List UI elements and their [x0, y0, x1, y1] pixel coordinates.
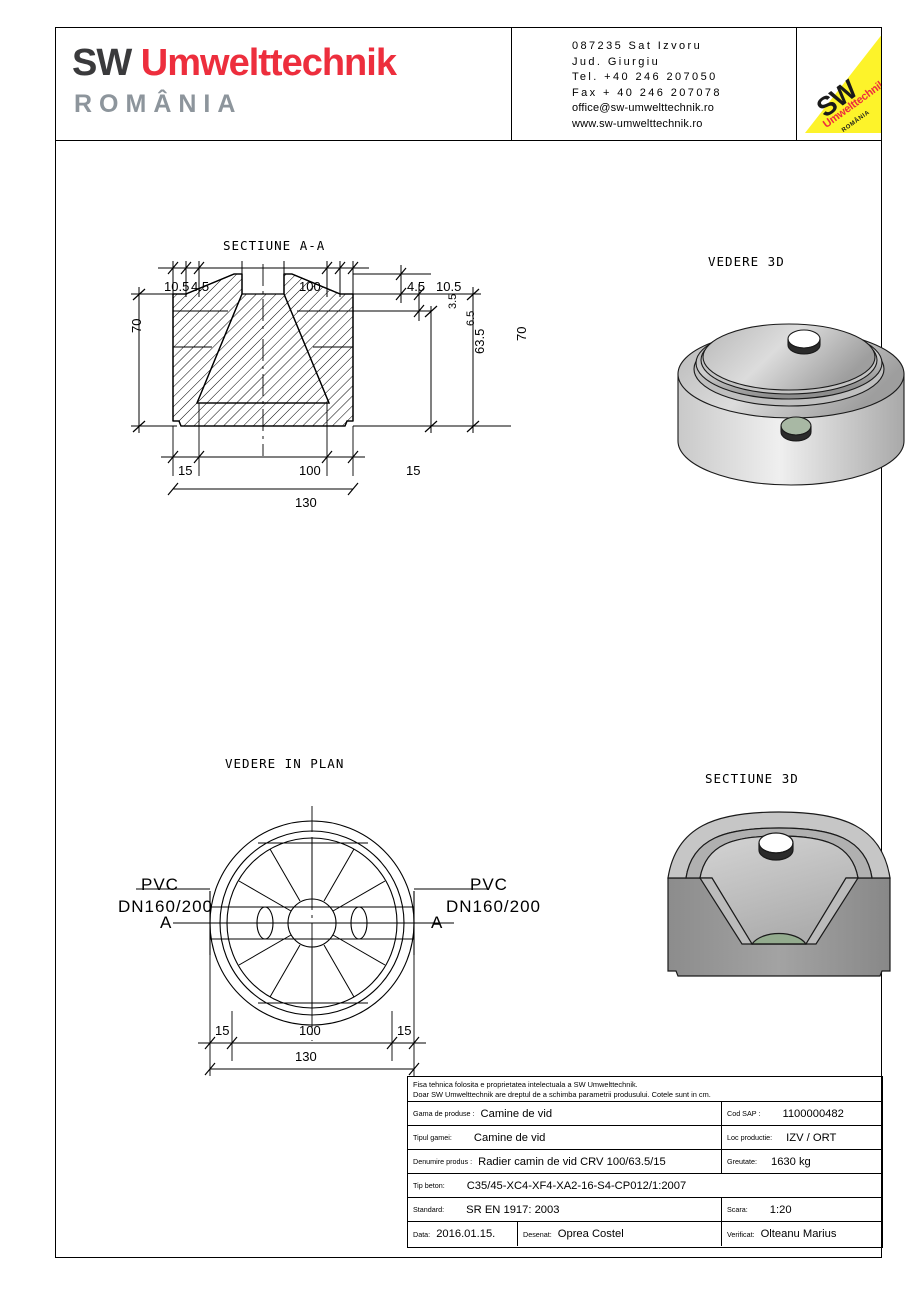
contact-block: 087235 Sat Izvoru Jud. Giurgiu Tel. +40 …: [572, 39, 722, 132]
sectiune-3d-drawing: [667, 811, 891, 977]
contact-tel-line: Tel. +40 246 207050: [572, 71, 718, 83]
note-line-1: Fisa tehnica folosita e proprietatea int…: [413, 1080, 638, 1089]
tipul-gamei-label: Tipul gamei:: [413, 1133, 452, 1143]
logo-country-text: ROMÂNIA: [74, 90, 243, 118]
desenat-label: Desenat:: [523, 1229, 552, 1239]
note-line-2: Doar SW Umwelttechnik are dreptul de a s…: [413, 1089, 711, 1099]
section-marker-left: A: [160, 913, 173, 932]
contact-cell: 087235 Sat Izvoru Jud. Giurgiu Tel. +40 …: [512, 28, 797, 140]
sectiune-3d-title: SECTIUNE 3D: [705, 771, 799, 786]
scara-value: 1:20: [769, 1203, 792, 1216]
title-header: SW Umwelttechnik ROMÂNIA 087235 Sat Izvo…: [56, 28, 881, 141]
dim-overall-width: 130: [295, 495, 317, 510]
tipul-gamei-value: Camine de vid: [473, 1131, 546, 1144]
dim-top-2: 4.5: [191, 279, 210, 294]
company-logo-cell: SW Umwelttechnik ROMÂNIA: [56, 28, 512, 140]
drawing-frame: SW Umwelttechnik ROMÂNIA 087235 Sat Izvo…: [55, 27, 905, 1259]
loc-productie-cell: Loc productie: IZV / ORT: [722, 1126, 882, 1149]
plan-dim-bottom-1: 15: [215, 1023, 230, 1038]
gama-cell: Gama de produse : Camine de vid: [408, 1102, 722, 1126]
logo-badge-cell: SW Umwelttechnik ROMÂNIA: [797, 28, 881, 140]
verificat-cell: Verificat: Olteanu Marius: [722, 1222, 882, 1246]
plan-dim-overall: 130: [295, 1049, 317, 1064]
dim-top-3: 100: [299, 279, 321, 294]
greutate-value: 1630 kg: [770, 1155, 811, 1168]
plan-view-drawing: [136, 806, 488, 1076]
desenat-cell: Desenat: Oprea Costel: [518, 1222, 722, 1247]
drawing-canvas: SECTIUNE A-A: [56, 141, 905, 1259]
section-aa-title: SECTIUNE A-A: [223, 238, 326, 253]
plan-dim-bottom-2: 100: [299, 1023, 321, 1038]
dim-top-4: 4.5: [407, 279, 426, 294]
dim-top-5: 10.5: [436, 279, 462, 294]
verificat-value: Olteanu Marius: [760, 1228, 837, 1241]
tip-beton-cell: Tip beton: C35/45-XC4-XF4-XA2-16-S4-CP01…: [408, 1174, 882, 1197]
contact-website-line: www.sw-umwelttechnik.ro: [572, 117, 703, 130]
denumire-produs-value: Radier camin de vid CRV 100/63.5/15: [478, 1155, 666, 1168]
title-block-row-signatures: Data: 2016.01.15. Desenat: Oprea Costel …: [408, 1222, 882, 1247]
logo-sw-text: SW: [72, 42, 132, 84]
denumire-produs-label: Denumire produs :: [413, 1157, 473, 1167]
pvc-right-label-line1: PVC: [470, 875, 508, 894]
gama-value: Camine de vid: [480, 1107, 553, 1120]
vedere-3d-title: VEDERE 3D: [708, 254, 785, 269]
data-label: Data:: [413, 1229, 431, 1239]
gama-label: Gama de produse :: [413, 1109, 475, 1119]
cod-sap-label: Cod SAP :: [727, 1109, 761, 1119]
title-block-note-row: Fisa tehnica folosita e proprietatea int…: [408, 1077, 882, 1103]
dim-detail-6-5: 6.5: [465, 310, 477, 326]
dim-bottom-1: 15: [178, 463, 193, 478]
cod-sap-value: 1100000482: [782, 1107, 844, 1120]
contact-county-line: Jud. Giurgiu: [572, 55, 661, 68]
desenat-value: Oprea Costel: [557, 1228, 624, 1241]
loc-productie-value: IZV / ORT: [786, 1131, 837, 1144]
data-cell: Data: 2016.01.15.: [408, 1222, 518, 1247]
loc-productie-label: Loc productie:: [727, 1133, 773, 1143]
dim-top-1: 10.5: [164, 279, 190, 294]
title-block-row-denumire: Denumire produs : Radier camin de vid CR…: [408, 1150, 882, 1175]
section-marker-right: A: [431, 913, 444, 932]
tipul-gamei-cell: Tipul gamei: Camine de vid: [408, 1126, 722, 1150]
greutate-cell: Greutate: 1630 kg: [722, 1150, 882, 1173]
data-value: 2016.01.15.: [436, 1228, 496, 1241]
dim-left-height: 70: [129, 318, 144, 333]
scara-label: Scara:: [727, 1205, 748, 1215]
dim-detail-3-5: 3.5: [447, 293, 459, 309]
dim-right-outer: 70: [514, 326, 529, 341]
logo-badge: SW Umwelttechnik ROMÂNIA: [805, 33, 881, 133]
contact-email-line: office@sw-umwelttechnik.ro: [572, 102, 715, 114]
greutate-label: Greutate:: [727, 1157, 757, 1167]
company-logo-wordmark: SW Umwelttechnik: [72, 42, 397, 85]
title-block-row-beton: Tip beton: C35/45-XC4-XF4-XA2-16-S4-CP01…: [408, 1174, 882, 1199]
title-block-row-gama: Gama de produse : Camine de vid Cod SAP …: [408, 1102, 882, 1127]
pvc-right-label-line2: DN160/200: [446, 897, 542, 916]
dim-bottom-2: 100: [299, 463, 321, 478]
section-aa-drawing: [131, 261, 511, 496]
denumire-produs-cell: Denumire produs : Radier camin de vid CR…: [408, 1150, 722, 1174]
logo-umwelttechnik-text: Umwelttechnik: [140, 42, 397, 84]
plan-view-title: VEDERE IN PLAN: [225, 756, 345, 771]
vedere-3d-drawing: [677, 323, 905, 486]
standard-cell: Standard: SR EN 1917: 2003: [408, 1198, 722, 1222]
tip-beton-value: C35/45-XC4-XF4-XA2-16-S4-CP012/1:2007: [466, 1179, 687, 1192]
contact-fax-line: Fax + 40 246 207078: [572, 86, 722, 99]
standard-label: Standard:: [413, 1205, 445, 1215]
standard-value: SR EN 1917: 2003: [466, 1203, 560, 1216]
contact-address-line: 087235 Sat Izvoru: [572, 40, 703, 52]
pvc-left-label-line1: PVC: [141, 875, 179, 894]
title-block: Fisa tehnica folosita e proprietatea int…: [407, 1076, 883, 1248]
verificat-label: Verificat:: [727, 1229, 755, 1239]
title-block-note: Fisa tehnica folosita e proprietatea int…: [408, 1077, 716, 1101]
pvc-left-label-line2: DN160/200: [118, 897, 214, 916]
dim-right-inner: 63.5: [472, 328, 487, 354]
title-block-row-tipul: Tipul gamei: Camine de vid Loc productie…: [408, 1126, 882, 1151]
tip-beton-label: Tip beton:: [413, 1181, 445, 1191]
cod-sap-cell: Cod SAP : 1100000482: [722, 1102, 882, 1125]
scara-cell: Scara: 1:20: [722, 1198, 882, 1221]
plan-dim-bottom-3: 15: [397, 1023, 412, 1038]
dim-bottom-3: 15: [406, 463, 421, 478]
title-block-row-standard: Standard: SR EN 1917: 2003 Scara: 1:20: [408, 1198, 882, 1223]
